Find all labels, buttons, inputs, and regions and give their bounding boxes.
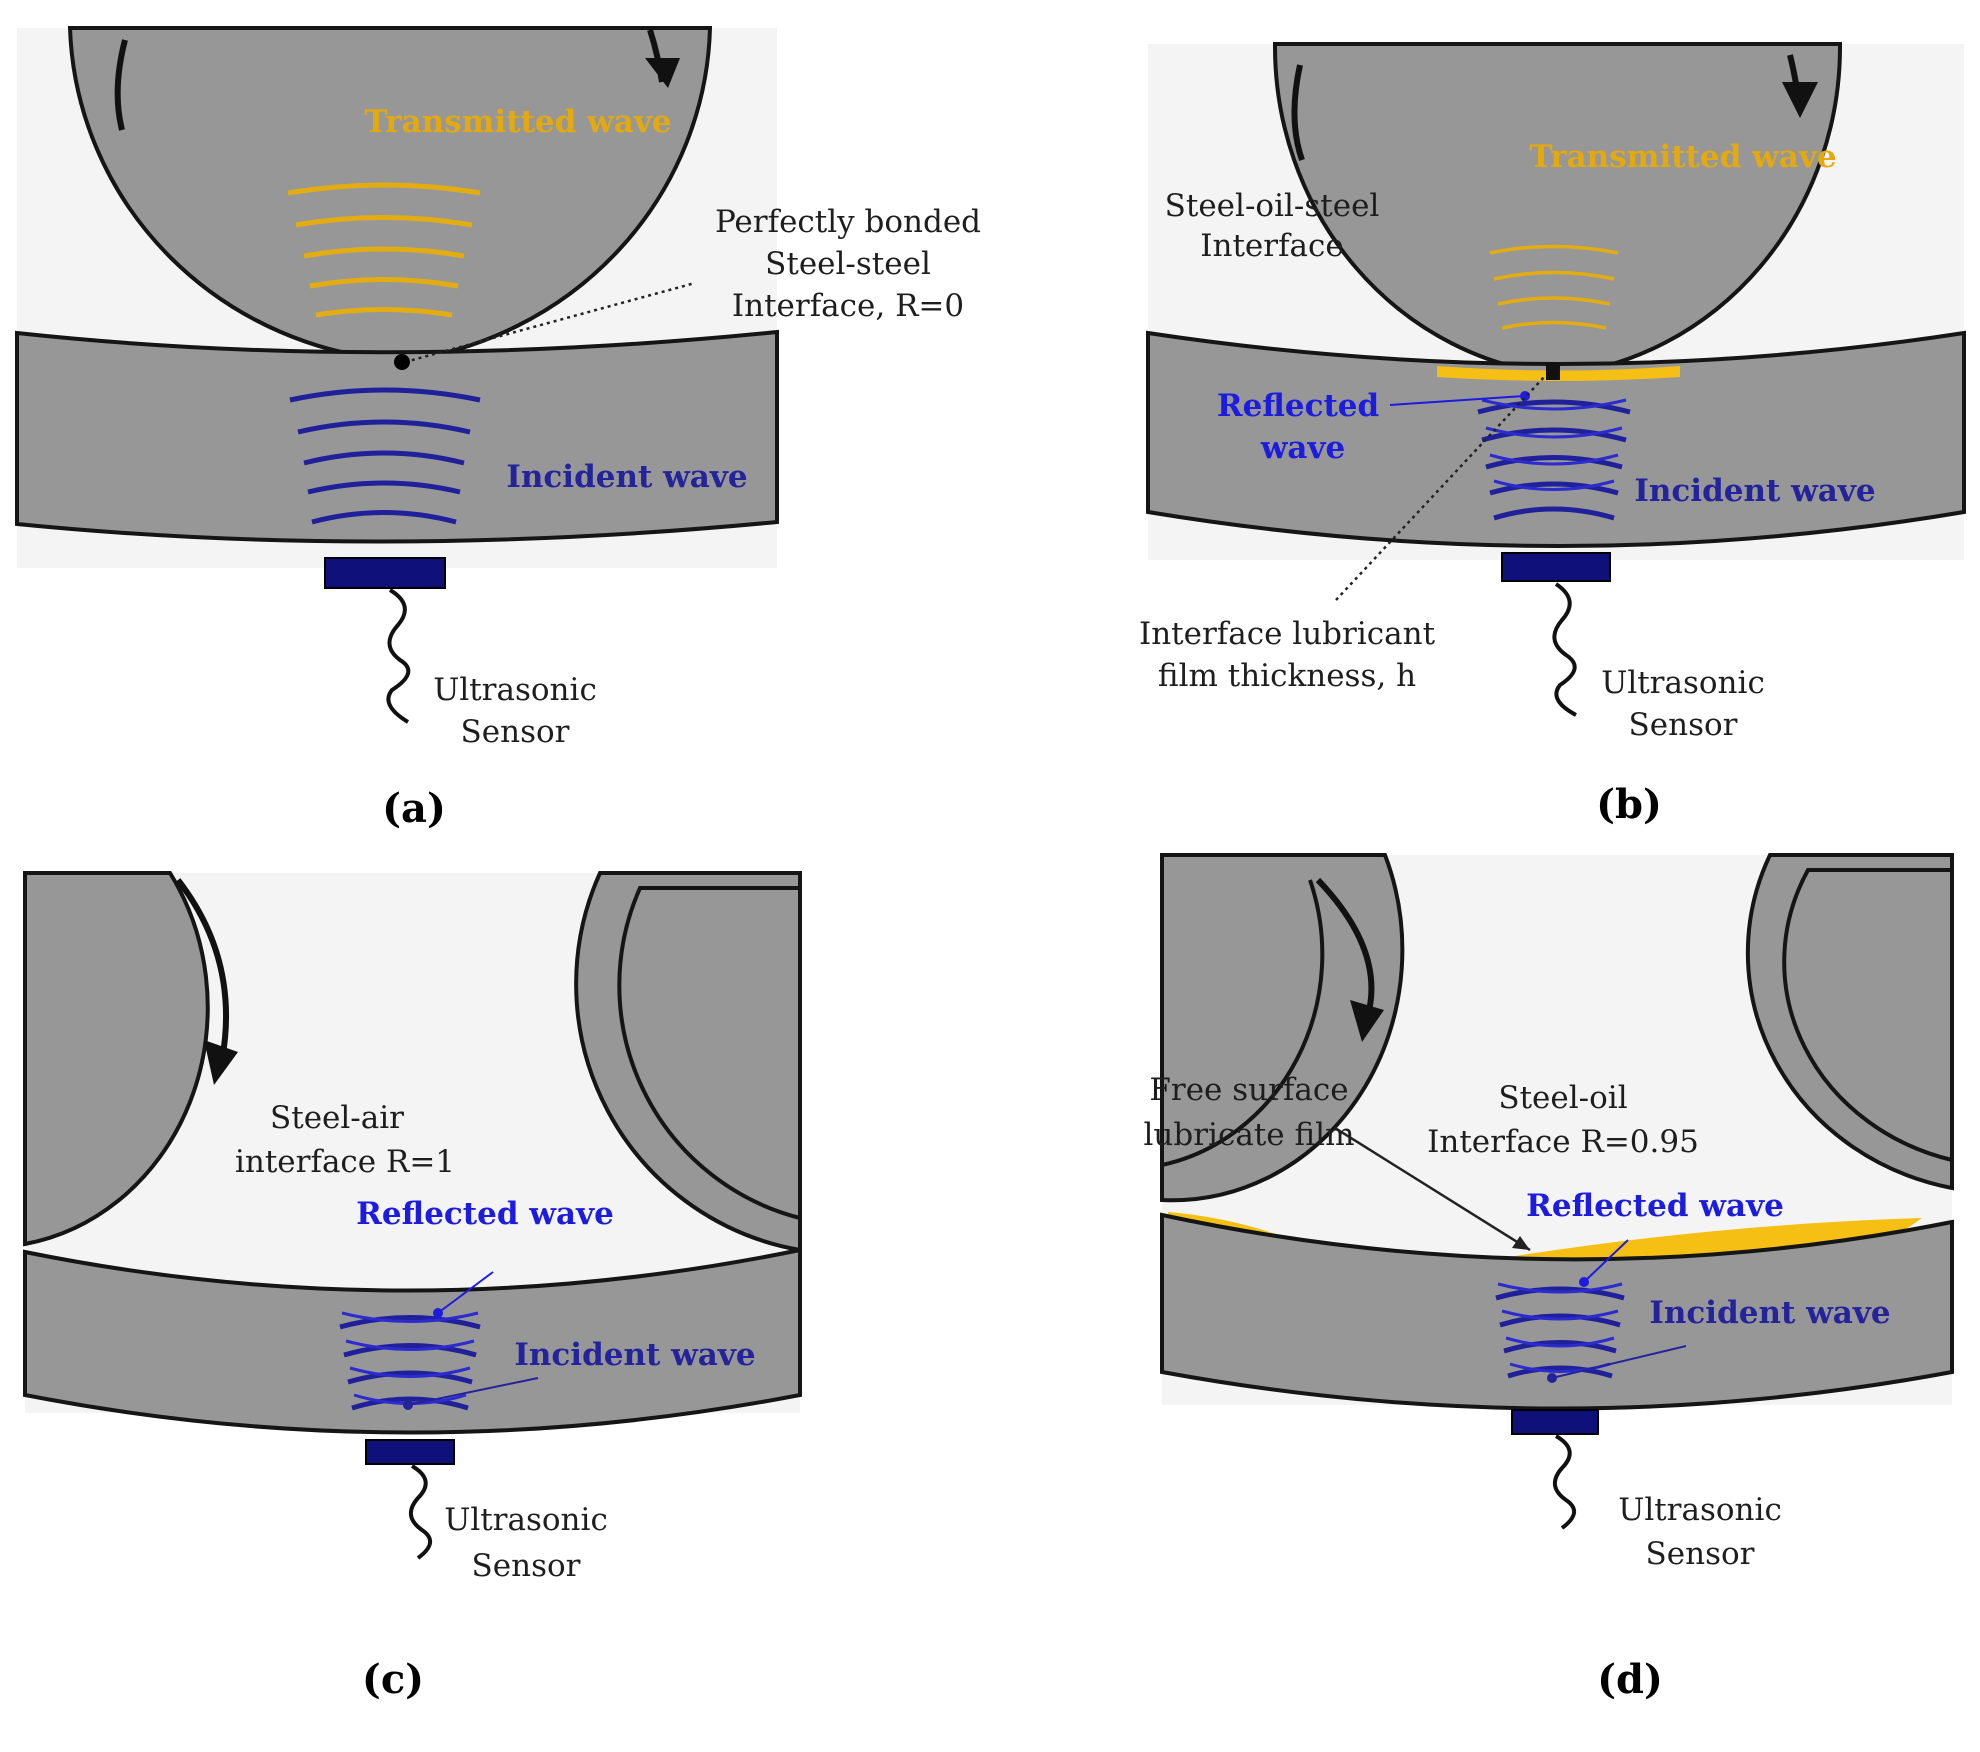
panel-c-incident-dot: [403, 1400, 413, 1410]
panel-c-arrowhead: [204, 1040, 238, 1085]
panel-d-sensor-label-line2: Sensor: [1646, 1536, 1755, 1572]
panel-d-free-surface-label-line1: Free surface: [1149, 1072, 1348, 1108]
panel-d-free-surface-arrowhead: [1512, 1236, 1530, 1250]
panel-c-reflected-pointer: [437, 1271, 494, 1314]
panel-d: Free surface lubricate film Steel-oil In…: [1144, 853, 1954, 1703]
panel-a-arrowhead: [645, 58, 680, 88]
panel-a-interface-label-line1: Perfectly bonded: [715, 204, 981, 240]
panel-b-film-gap: [1546, 362, 1560, 380]
panel-d-incident-label: Incident wave: [1649, 1295, 1890, 1331]
panel-c-caption: (c): [362, 1656, 424, 1703]
panel-c-sensor: [365, 1439, 455, 1465]
panel-b-interface-label-line1: Steel-oil-steel: [1165, 188, 1380, 224]
panel-d-reflected-label: Reflected wave: [1526, 1188, 1784, 1224]
panel-d-free-oil-right: [1478, 1218, 1922, 1268]
panel-c-reflected-waves: [341, 1311, 479, 1405]
panel-b-rotation-arrow-left: [1291, 64, 1305, 161]
panel-c: Steel-air interface R=1 Reflected wave I…: [23, 871, 802, 1703]
panel-b-incident-label: Incident wave: [1634, 473, 1875, 509]
panel-d-caption: (d): [1597, 1656, 1663, 1703]
panel-d-rotation-arrow: [1315, 877, 1375, 1016]
panel-c-race: [23, 1247, 802, 1435]
panel-c-interface-label-line2: interface R=1: [235, 1144, 455, 1180]
panel-b-film-label-line1: Interface lubricant: [1139, 616, 1436, 652]
panel-b: Transmitted wave Steel-oil-steel Interfa…: [1139, 42, 1966, 828]
panel-a-race: [15, 329, 779, 544]
panel-a-caption: (a): [382, 785, 446, 832]
panel-b-reflected-pointer: [1389, 395, 1525, 406]
panel-a-contact-point: [394, 354, 410, 370]
panel-a-sensor-cable: [386, 588, 411, 724]
panel-b-sensor-label-line1: Ultrasonic: [1601, 665, 1765, 701]
panel-b-reflected-waves: [1481, 398, 1627, 491]
panel-b-interface-label-line2: Interface: [1200, 228, 1344, 264]
panel-d-reflected-waves: [1497, 1282, 1623, 1373]
panel-d-sensor-label-line1: Ultrasonic: [1618, 1492, 1782, 1528]
panel-d-sensor: [1511, 1409, 1599, 1435]
panel-a-rotation-arrow-left: [114, 39, 128, 131]
panel-b-transmitted-label: Transmitted wave: [1529, 139, 1836, 175]
panel-d-interface-label-line1: Steel-oil: [1498, 1080, 1627, 1116]
panel-c-reflected-label: Reflected wave: [356, 1196, 614, 1232]
panel-c-rotation-arrow: [175, 878, 229, 1061]
panel-d-arrowhead: [1350, 1000, 1384, 1042]
panel-a-incident-waves: [289, 387, 481, 525]
panel-d-reflected-pointer: [1583, 1239, 1629, 1283]
panel-b-caption: (b): [1596, 781, 1662, 828]
panel-c-sensor-label-line1: Ultrasonic: [444, 1502, 608, 1538]
panel-c-reflected-dot: [433, 1308, 443, 1318]
panel-b-sensor: [1501, 552, 1611, 582]
panel-c-incident-pointer: [407, 1377, 539, 1406]
panel-d-race: [1160, 1212, 1954, 1411]
panel-d-incident-dot: [1547, 1373, 1557, 1383]
panel-d-right-roller-core: [1782, 868, 1954, 1163]
panel-b-sensor-label-line2: Sensor: [1629, 707, 1738, 743]
panel-b-film-leader: [1335, 374, 1547, 601]
panel-b-transmitted-waves: [1489, 244, 1619, 330]
panel-c-incident-label: Incident wave: [514, 1337, 755, 1373]
panel-d-free-surface-leader: [1334, 1126, 1531, 1252]
panel-d-left-roller-inner-ring: [1161, 879, 1325, 1167]
panel-b-reflected-label-line2: wave: [1260, 430, 1346, 466]
panel-a-transmitted-label: Transmitted wave: [364, 104, 671, 140]
panel-d-left-roller: [1160, 853, 1405, 1203]
panel-c-incident-waves: [339, 1315, 481, 1411]
panel-b-arrowhead: [1782, 82, 1818, 118]
panel-d-sensor-cable: [1553, 1434, 1576, 1530]
panel-a-sensor: [324, 557, 446, 589]
panel-a-transmitted-waves: [287, 182, 481, 318]
panel-d-incident-pointer: [1551, 1345, 1687, 1379]
panel-c-right-roller-core: [617, 886, 802, 1221]
panel-a-interface-label-line2: Steel-steel: [765, 246, 931, 282]
panel-d-reflected-dot: [1579, 1277, 1589, 1287]
panel-d-interface-label-line2: Interface R=0.95: [1427, 1124, 1699, 1160]
panel-a-interface-leader: [404, 281, 696, 364]
panel-b-film-label-line2: film thickness, h: [1158, 658, 1416, 694]
panel-a-sensor-label-line2: Sensor: [461, 714, 570, 750]
panel-a-interface-label-line3: Interface, R=0: [732, 288, 964, 324]
panel-c-sensor-cable: [409, 1464, 432, 1560]
panel-a-sensor-label-line1: Ultrasonic: [433, 672, 597, 708]
panel-b-incident-waves: [1477, 399, 1631, 521]
panel-b-race: [1146, 330, 1966, 548]
panel-d-incident-waves: [1495, 1286, 1625, 1379]
panel-a: Transmitted wave Perfectly bonded Steel-…: [15, 26, 981, 832]
panel-b-reflected-label-line1: Reflected: [1217, 388, 1379, 424]
panel-c-interface-label-line1: Steel-air: [270, 1100, 404, 1136]
panel-b-sensor-cable: [1552, 582, 1577, 717]
panel-a-incident-label: Incident wave: [506, 459, 747, 495]
panel-c-left-roller: [23, 871, 210, 1247]
panel-d-free-surface-label-line2: lubricate film: [1144, 1117, 1355, 1153]
panel-c-sensor-label-line2: Sensor: [472, 1548, 581, 1584]
